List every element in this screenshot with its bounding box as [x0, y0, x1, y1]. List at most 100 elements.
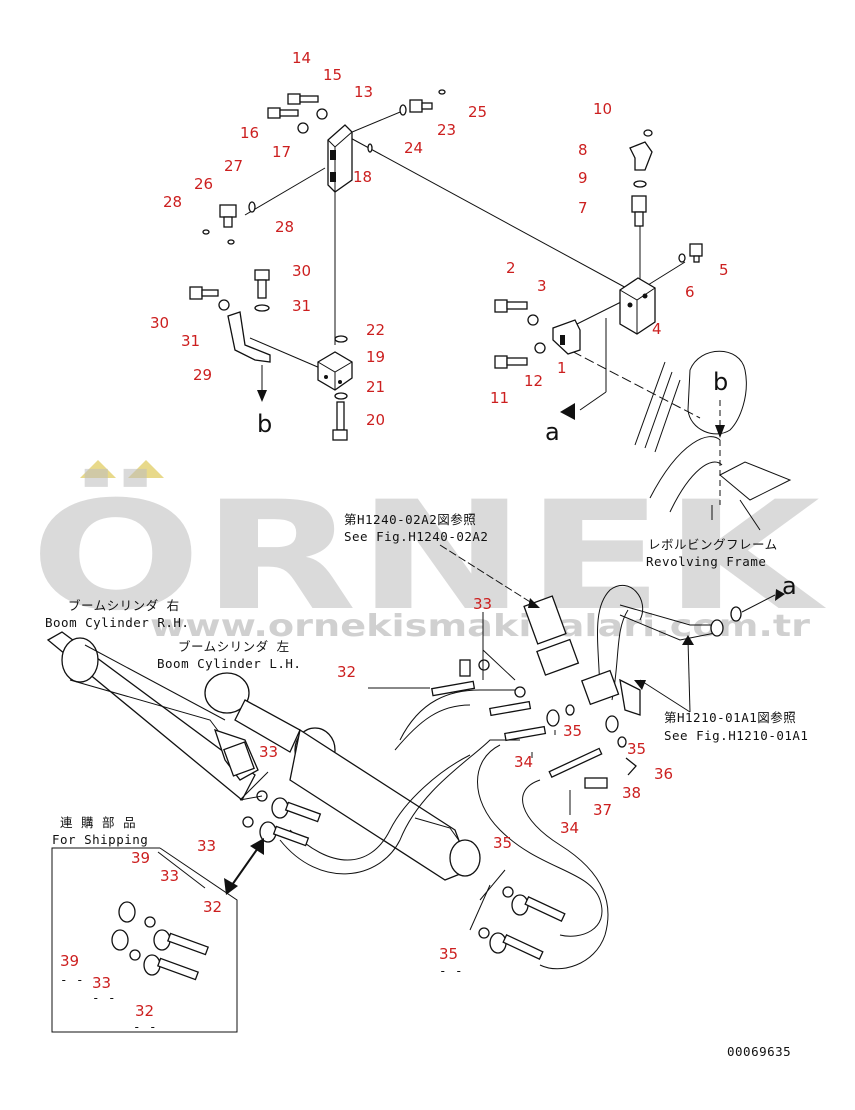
part-number: 10 — [593, 100, 612, 118]
part-number: 22 — [366, 321, 385, 339]
part-number: 35 — [563, 722, 582, 740]
oring-24 — [399, 104, 407, 116]
dash-39: - - — [60, 972, 84, 987]
arrow-a-left — [560, 403, 575, 420]
part-number: 25 — [468, 103, 487, 121]
part-number: 5 — [719, 261, 729, 279]
part-number: 13 — [354, 83, 373, 101]
bolt-11 — [494, 355, 528, 369]
see-fig-a2-en: See Fig.H1240-02A2 — [344, 529, 488, 544]
letter-b-right: b — [713, 368, 728, 396]
part-number: 20 — [366, 411, 385, 429]
oring-6 — [678, 253, 686, 263]
part-number: 33 — [473, 595, 492, 613]
part-number: 31 — [181, 332, 200, 350]
oring-28b — [227, 239, 235, 245]
part-number: 19 — [366, 348, 385, 366]
oring-27 — [248, 201, 256, 213]
boom-cylinder-lh — [204, 672, 481, 881]
part-number: 35 — [439, 945, 458, 963]
letter-b-left: b — [257, 410, 272, 438]
washer-12 — [534, 342, 546, 354]
part-number: 33 — [92, 974, 111, 992]
part-number: 3 — [537, 277, 547, 295]
fitting-26 — [219, 204, 237, 228]
oring-28a — [202, 229, 210, 235]
boom-cylinder-rh — [46, 631, 259, 802]
oring-9 — [633, 180, 647, 188]
boom-rh-jp: ブームシリンダ 右 — [68, 598, 180, 613]
part-numbers: 14 15 13 16 17 23 25 24 18 27 26 28 28 1… — [60, 49, 729, 1020]
oring-25 — [438, 89, 446, 95]
revolving-frame-sketch — [634, 350, 792, 531]
part-number: 37 — [593, 801, 612, 819]
dash-33: - - — [92, 990, 116, 1005]
washer-21 — [334, 392, 348, 400]
part-number: 31 — [292, 297, 311, 315]
see-fig-a2-jp: 第H1240-02A2図参照 — [344, 512, 476, 527]
part-number: 33 — [197, 837, 216, 855]
part-number: 29 — [193, 366, 212, 384]
dash-32: - - — [133, 1019, 157, 1034]
part-number: 6 — [685, 283, 695, 301]
part-number: 17 — [272, 143, 291, 161]
letter-a-right: a — [782, 572, 797, 600]
part-number: 12 — [524, 372, 543, 390]
part-number: 35 — [627, 740, 646, 758]
watermark: ÖRNEK www.ornekismakinalari.com.tr — [30, 460, 826, 644]
see-fig-a1-jp: 第H1210-01A1図参照 — [664, 710, 796, 725]
washer-31-left — [218, 299, 230, 311]
part-number: 39 — [60, 952, 79, 970]
lower-assembly — [46, 544, 785, 1033]
part-number: 28 — [275, 218, 294, 236]
part-number: 32 — [203, 898, 222, 916]
watermark-brand: ÖRNEK — [30, 468, 826, 644]
part-number: 35 — [493, 834, 512, 852]
part-number: 8 — [578, 141, 588, 159]
watermark-accent-left — [80, 460, 116, 478]
part-number: 36 — [654, 765, 673, 783]
part-number: 2 — [506, 259, 516, 277]
part-number: 23 — [437, 121, 456, 139]
part-number: 7 — [578, 199, 588, 217]
bracket-29 — [227, 311, 271, 363]
part-number: 30 — [150, 314, 169, 332]
bolt-20 — [332, 401, 348, 441]
part-number: 30 — [292, 262, 311, 280]
part-number: 28 — [163, 193, 182, 211]
elbow-8 — [629, 141, 653, 171]
part-number: 26 — [194, 175, 213, 193]
bolt-30-top — [254, 269, 270, 299]
revolving-frame-en: Revolving Frame — [646, 554, 766, 569]
part-number: 24 — [404, 139, 423, 157]
boom-rh-en: Boom Cylinder R.H. — [45, 615, 189, 630]
shipping-jp: 連 購 部 品 — [60, 815, 136, 830]
plug-5 — [689, 243, 703, 263]
part-number: 4 — [652, 320, 662, 338]
oring-18 — [367, 143, 373, 153]
doc-number: 00069635 — [727, 1044, 791, 1059]
plug-7 — [631, 195, 647, 227]
washer-31-top — [254, 304, 270, 312]
washer-3 — [527, 314, 539, 326]
part-number: 11 — [490, 389, 509, 407]
bolt-30-left — [189, 286, 219, 300]
hose-routing — [224, 544, 785, 970]
part-number: 33 — [160, 867, 179, 885]
upper-assembly — [189, 89, 792, 531]
washer-15 — [316, 108, 328, 120]
part-number: 32 — [135, 1002, 154, 1020]
part-number: 9 — [578, 169, 588, 187]
part-number: 32 — [337, 663, 356, 681]
watermark-accent-right — [128, 460, 164, 478]
revolving-frame-jp: レボルビングフレーム — [648, 537, 778, 552]
oring-10 — [643, 129, 653, 137]
bracket-1 — [552, 319, 581, 355]
part-13-block — [327, 124, 353, 193]
part-number: 34 — [560, 819, 579, 837]
shipping-en: For Shipping — [52, 832, 148, 847]
part-number: 14 — [292, 49, 311, 67]
boom-lh-en: Boom Cylinder L.H. — [157, 656, 301, 671]
